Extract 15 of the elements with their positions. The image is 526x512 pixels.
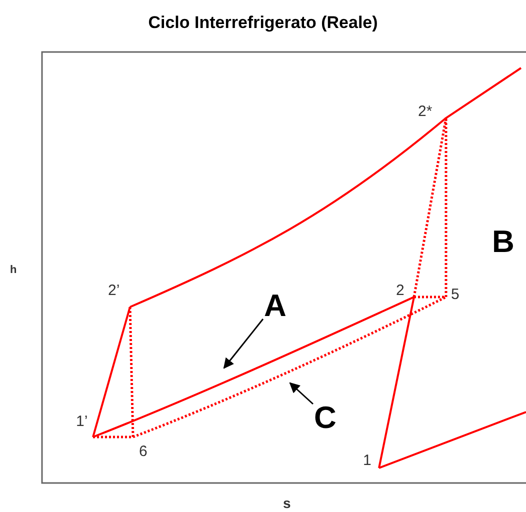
point-label: 2 [396,283,404,298]
point-label: 1’ [76,414,88,429]
axis-label: h [10,265,17,276]
chart-title: Ciclo Interrefrigerato (Reale) [147,14,379,31]
point-label: 2* [418,104,432,119]
point-label: 5 [451,287,460,302]
point-label: 6 [139,444,148,459]
region-label: B [492,226,514,257]
region-label: C [314,402,336,433]
point-label: 1 [363,453,372,468]
leader-line [223,318,264,369]
region-label: A [264,290,286,321]
leader-line [289,382,314,405]
axis-label: s [283,496,291,510]
point-label: 2’ [108,283,120,298]
